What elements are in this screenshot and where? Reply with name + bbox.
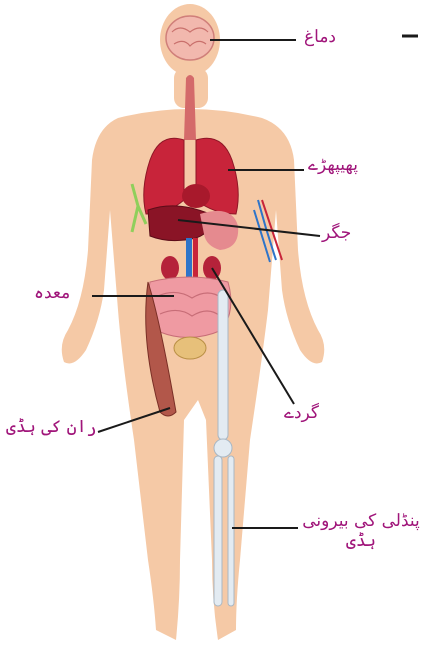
label-fibula-line1: پنڈلی کی بیرونی	[300, 512, 422, 532]
label-lungs: پھیپھڑے	[308, 156, 358, 176]
label-kidneys: گردے	[284, 404, 319, 424]
label-fibula: پنڈلی کی بیرونی ہڈی	[300, 512, 422, 551]
label-stomach: معدہ	[34, 284, 70, 304]
label-brain: دماغ	[304, 28, 336, 48]
bladder-icon	[174, 337, 206, 359]
trachea-icon	[184, 75, 196, 140]
label-fibula-line2: ہڈی	[300, 532, 422, 552]
label-femur: ران کی ہڈی	[6, 418, 97, 438]
label-liver: جگر	[322, 224, 351, 244]
heart-icon	[182, 184, 210, 208]
brain-icon	[166, 16, 214, 60]
